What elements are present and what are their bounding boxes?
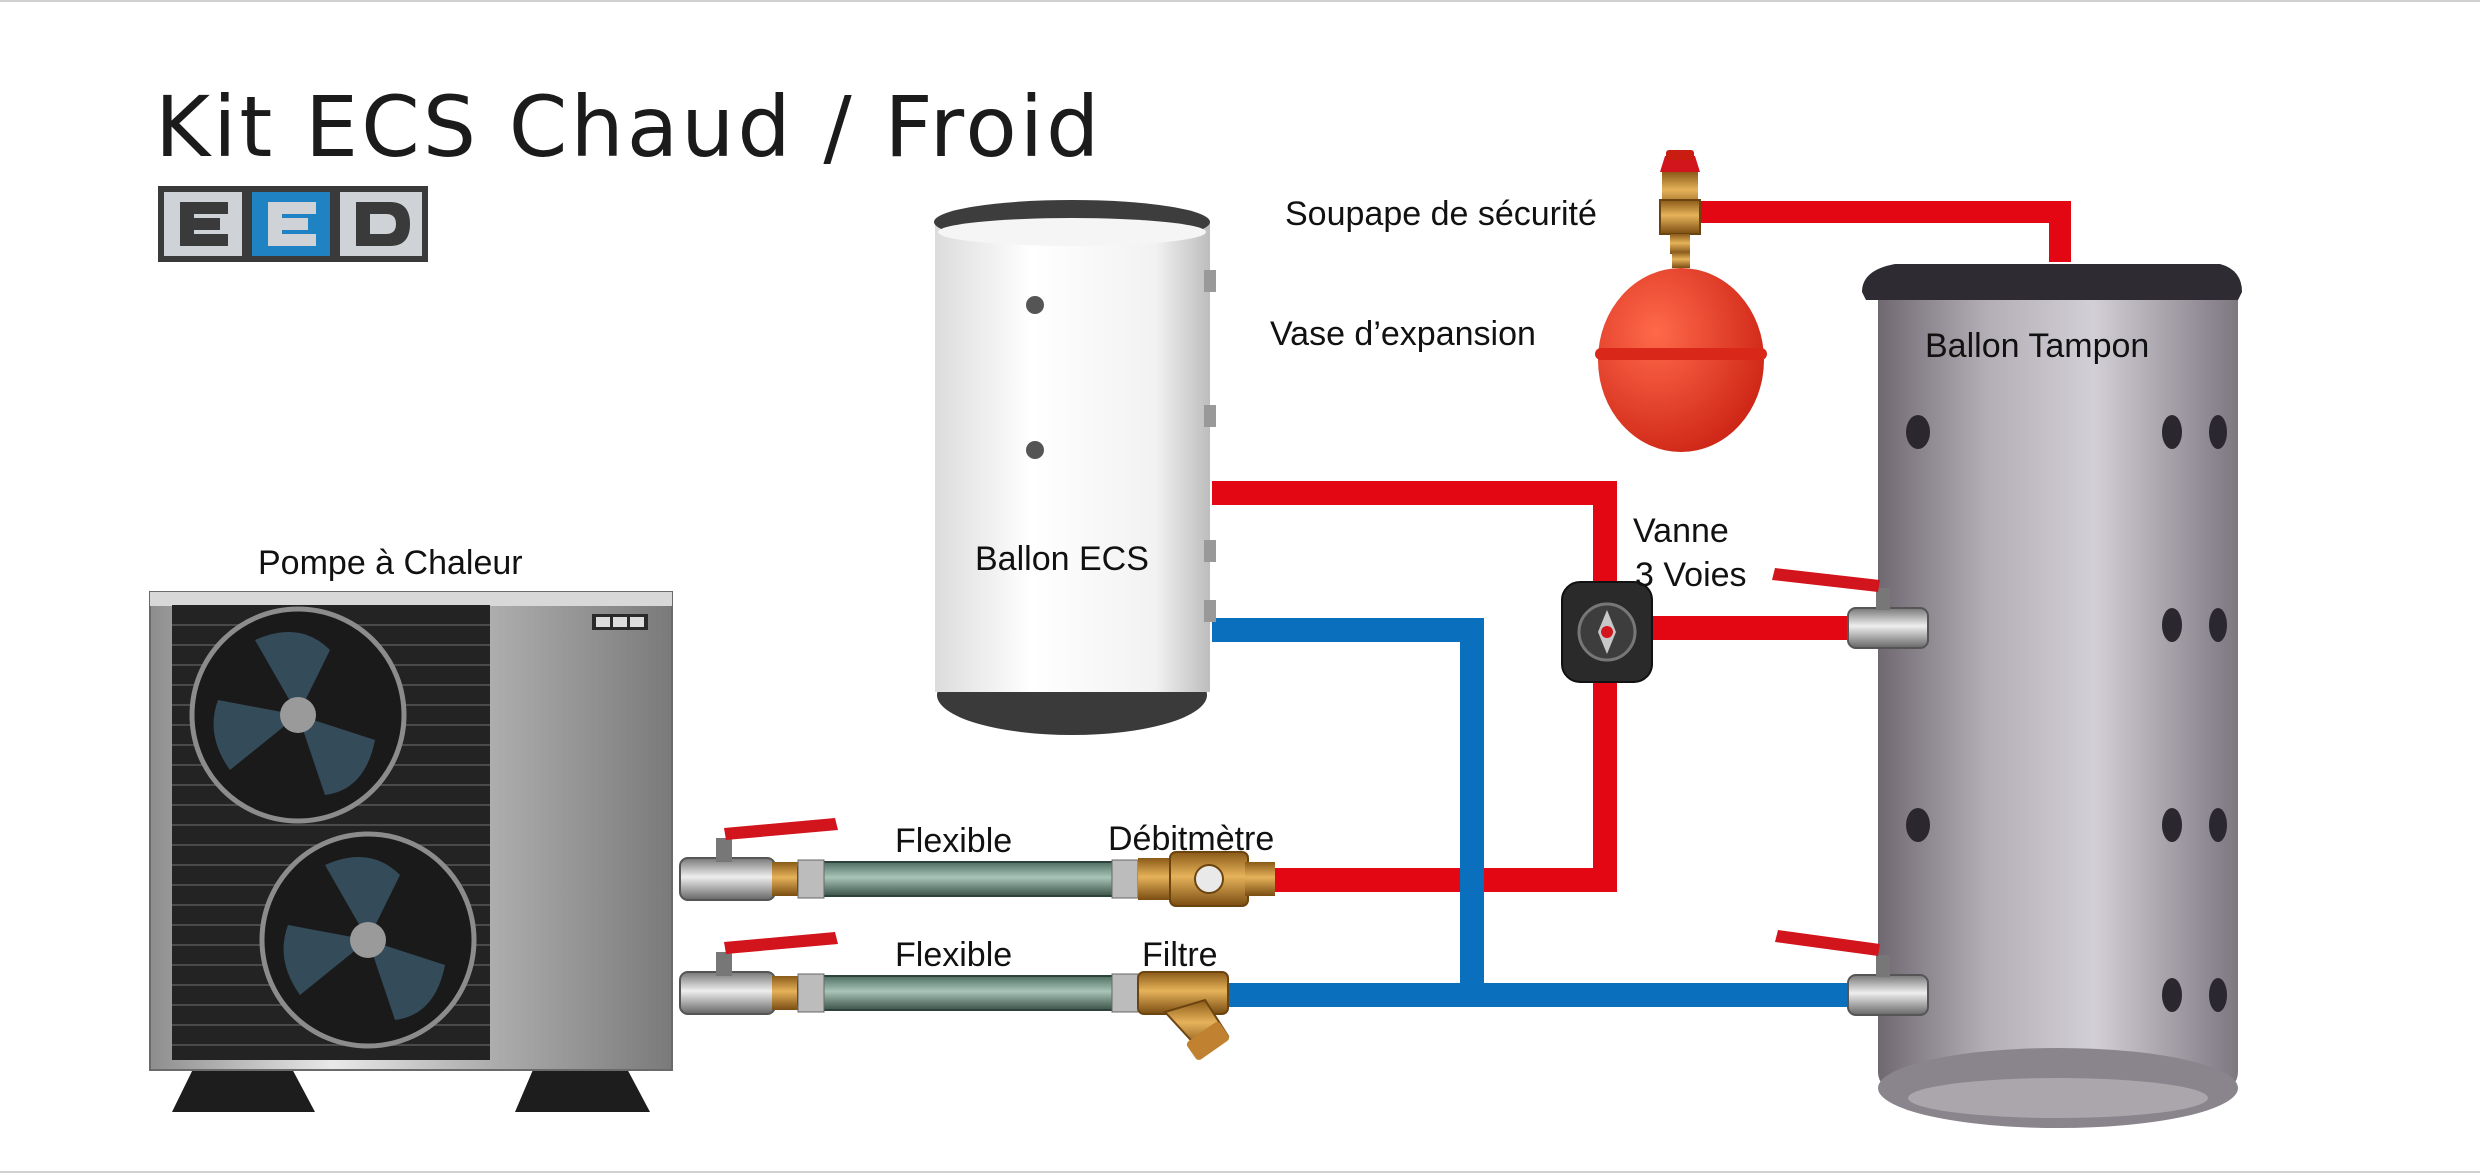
heat-pump bbox=[149, 591, 673, 1112]
hot-pipes bbox=[1212, 201, 2071, 892]
three-way-valve-shape bbox=[1561, 581, 1653, 683]
cold-pipes bbox=[1212, 618, 1855, 1007]
bottom-border bbox=[0, 1171, 2480, 1173]
expansion-vessel-label: Vase d’expansion bbox=[1270, 315, 1536, 353]
eed-logo bbox=[158, 186, 428, 262]
flow-meter-label: Débitmètre bbox=[1108, 820, 1275, 858]
dhw-tank-label: Ballon ECS bbox=[975, 540, 1149, 578]
three-way-valve-label-line2: 3 Voies bbox=[1635, 556, 1747, 594]
safety-valve-label: Soupape de sécurité bbox=[1285, 195, 1597, 233]
flexible-bottom-label: Flexible bbox=[895, 936, 1013, 974]
buffer-tank-label: Ballon Tampon bbox=[1925, 327, 2150, 365]
buffer-tank-shape bbox=[1772, 264, 2242, 1128]
return-line bbox=[679, 932, 1230, 1060]
top-border bbox=[0, 0, 2480, 2]
heat-pump-label: Pompe à Chaleur bbox=[258, 544, 523, 582]
supply-line bbox=[679, 818, 1275, 907]
safety-valve-shape bbox=[1659, 150, 1701, 254]
three-way-valve-label-line1: Vanne bbox=[1633, 512, 1729, 550]
dhw-tank-shape bbox=[934, 200, 1216, 735]
page-title: Kit ECS Chaud / Froid bbox=[155, 78, 1103, 176]
flexible-top-label: Flexible bbox=[895, 822, 1013, 860]
filter-label: Filtre bbox=[1142, 936, 1218, 974]
expansion-vessel-shape bbox=[1595, 252, 1767, 452]
